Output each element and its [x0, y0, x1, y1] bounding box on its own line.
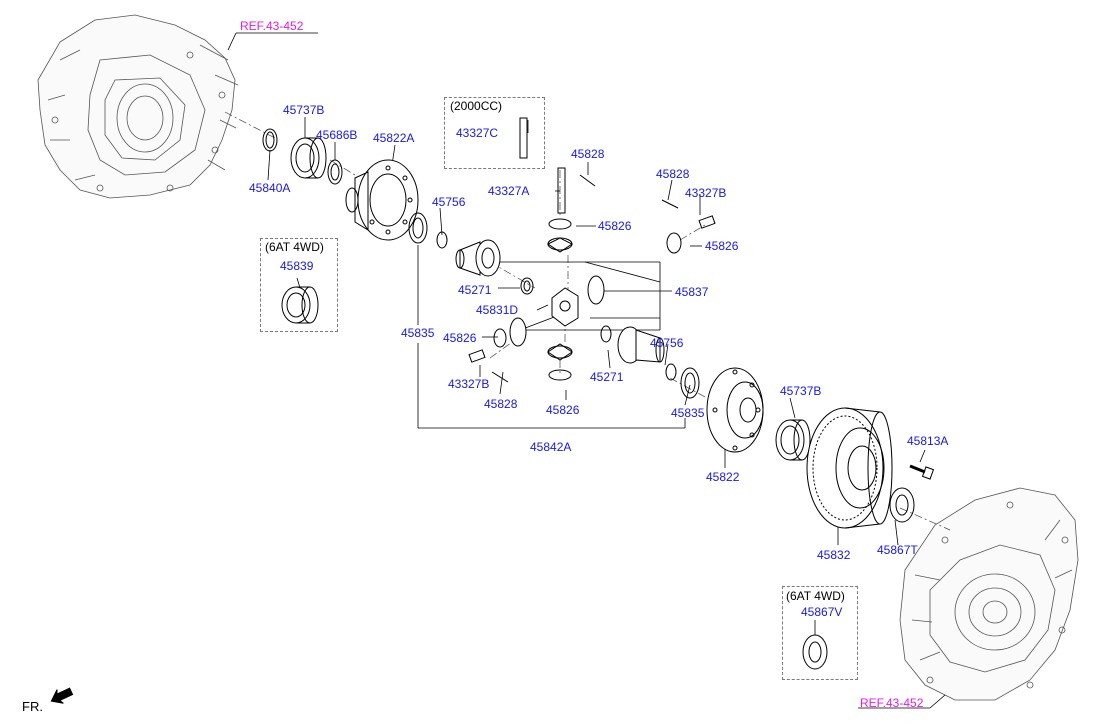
transmission-case-left-drawing — [37, 14, 239, 199]
part-side-gear-right-drawing — [617, 326, 665, 364]
part-45839-drawing — [281, 286, 319, 324]
note-2000cc: (2000CC) — [450, 99, 503, 113]
part-label-43327C[interactable]: 43327C — [456, 126, 499, 140]
transmission-case-right-drawing — [899, 487, 1079, 701]
part-label-45840A[interactable]: 45840A — [249, 181, 291, 195]
part-label-45837[interactable]: 45837 — [675, 285, 709, 299]
note-6at-4wd-bottom: (6AT 4WD) — [786, 589, 845, 603]
part-label-45686B[interactable]: 45686B — [316, 128, 358, 142]
part-pinion-gears-drawing — [509, 237, 605, 361]
center-lines — [224, 111, 951, 531]
part-label-45835-right[interactable]: 45835 — [671, 406, 705, 420]
part-label-45831D[interactable]: 45831D — [476, 303, 519, 317]
part-label-43327B-bottom[interactable]: 43327B — [448, 377, 490, 391]
part-label-45822[interactable]: 45822 — [706, 470, 740, 484]
part-label-45839[interactable]: 45839 — [280, 259, 314, 273]
front-direction-label: FR. — [22, 699, 43, 714]
part-45271-top-drawing — [520, 277, 534, 295]
part-rings-bottom-drawing — [600, 325, 700, 399]
part-45686B-drawing — [327, 159, 343, 185]
part-label-45826-a[interactable]: 45826 — [598, 219, 632, 233]
note-box-6at-4wd-top — [260, 238, 338, 332]
part-label-45826-d[interactable]: 45826 — [546, 403, 580, 417]
part-45822A-drawing — [345, 159, 419, 241]
part-side-gear-left-drawing — [455, 239, 501, 277]
part-45832-drawing — [806, 407, 893, 529]
part-label-43327A[interactable]: 43327A — [488, 184, 530, 198]
part-45813A-drawing — [909, 464, 935, 480]
ref-label-bottom[interactable]: REF.43-452 — [860, 696, 924, 710]
part-label-43327B-top[interactable]: 43327B — [685, 186, 727, 200]
part-label-45756-bottom[interactable]: 45756 — [650, 336, 684, 350]
part-45867V-drawing — [802, 634, 828, 670]
part-label-45756-top[interactable]: 45756 — [432, 195, 466, 209]
part-45840A-drawing — [262, 128, 278, 152]
part-label-45271-bottom[interactable]: 45271 — [590, 370, 624, 384]
part-label-45813A[interactable]: 45813A — [907, 434, 949, 448]
part-label-45737B-top[interactable]: 45737B — [283, 103, 325, 117]
part-45831D-drawing — [551, 287, 579, 327]
part-label-45737B-bottom[interactable]: 45737B — [780, 384, 822, 398]
part-shafts-pins-drawing — [468, 117, 716, 383]
part-45867T-drawing — [889, 487, 915, 523]
part-label-45867T[interactable]: 45867T — [877, 543, 918, 557]
part-45835-left-drawing — [408, 212, 428, 244]
note-box-2000cc — [444, 97, 545, 169]
leader-lines — [227, 32, 946, 709]
part-label-45822A[interactable]: 45822A — [373, 131, 415, 145]
front-arrow-icon — [50, 687, 74, 704]
part-label-45826-c[interactable]: 45826 — [443, 331, 477, 345]
part-label-45842A[interactable]: 45842A — [530, 440, 572, 454]
part-label-45867V[interactable]: 45867V — [801, 605, 843, 619]
note-box-6at-4wd-bottom — [782, 586, 858, 680]
ref-label-top[interactable]: REF.43-452 — [240, 19, 304, 33]
part-45822-drawing — [706, 367, 764, 453]
part-45826-washers-drawing — [493, 218, 682, 381]
part-label-45828-right[interactable]: 45828 — [656, 167, 690, 181]
part-45756-top-drawing — [436, 231, 448, 249]
part-label-45828-top[interactable]: 45828 — [571, 147, 605, 161]
part-label-45835-left[interactable]: 45835 — [401, 326, 435, 340]
part-label-45826-b[interactable]: 45826 — [705, 239, 739, 253]
note-6at-4wd-top: (6AT 4WD) — [265, 240, 324, 254]
part-45737B-top-drawing — [290, 137, 327, 179]
part-label-45828-bottom[interactable]: 45828 — [484, 397, 518, 411]
part-label-45271-top[interactable]: 45271 — [458, 283, 492, 297]
part-45737B-bottom-drawing — [775, 419, 811, 461]
part-label-45832[interactable]: 45832 — [817, 548, 851, 562]
